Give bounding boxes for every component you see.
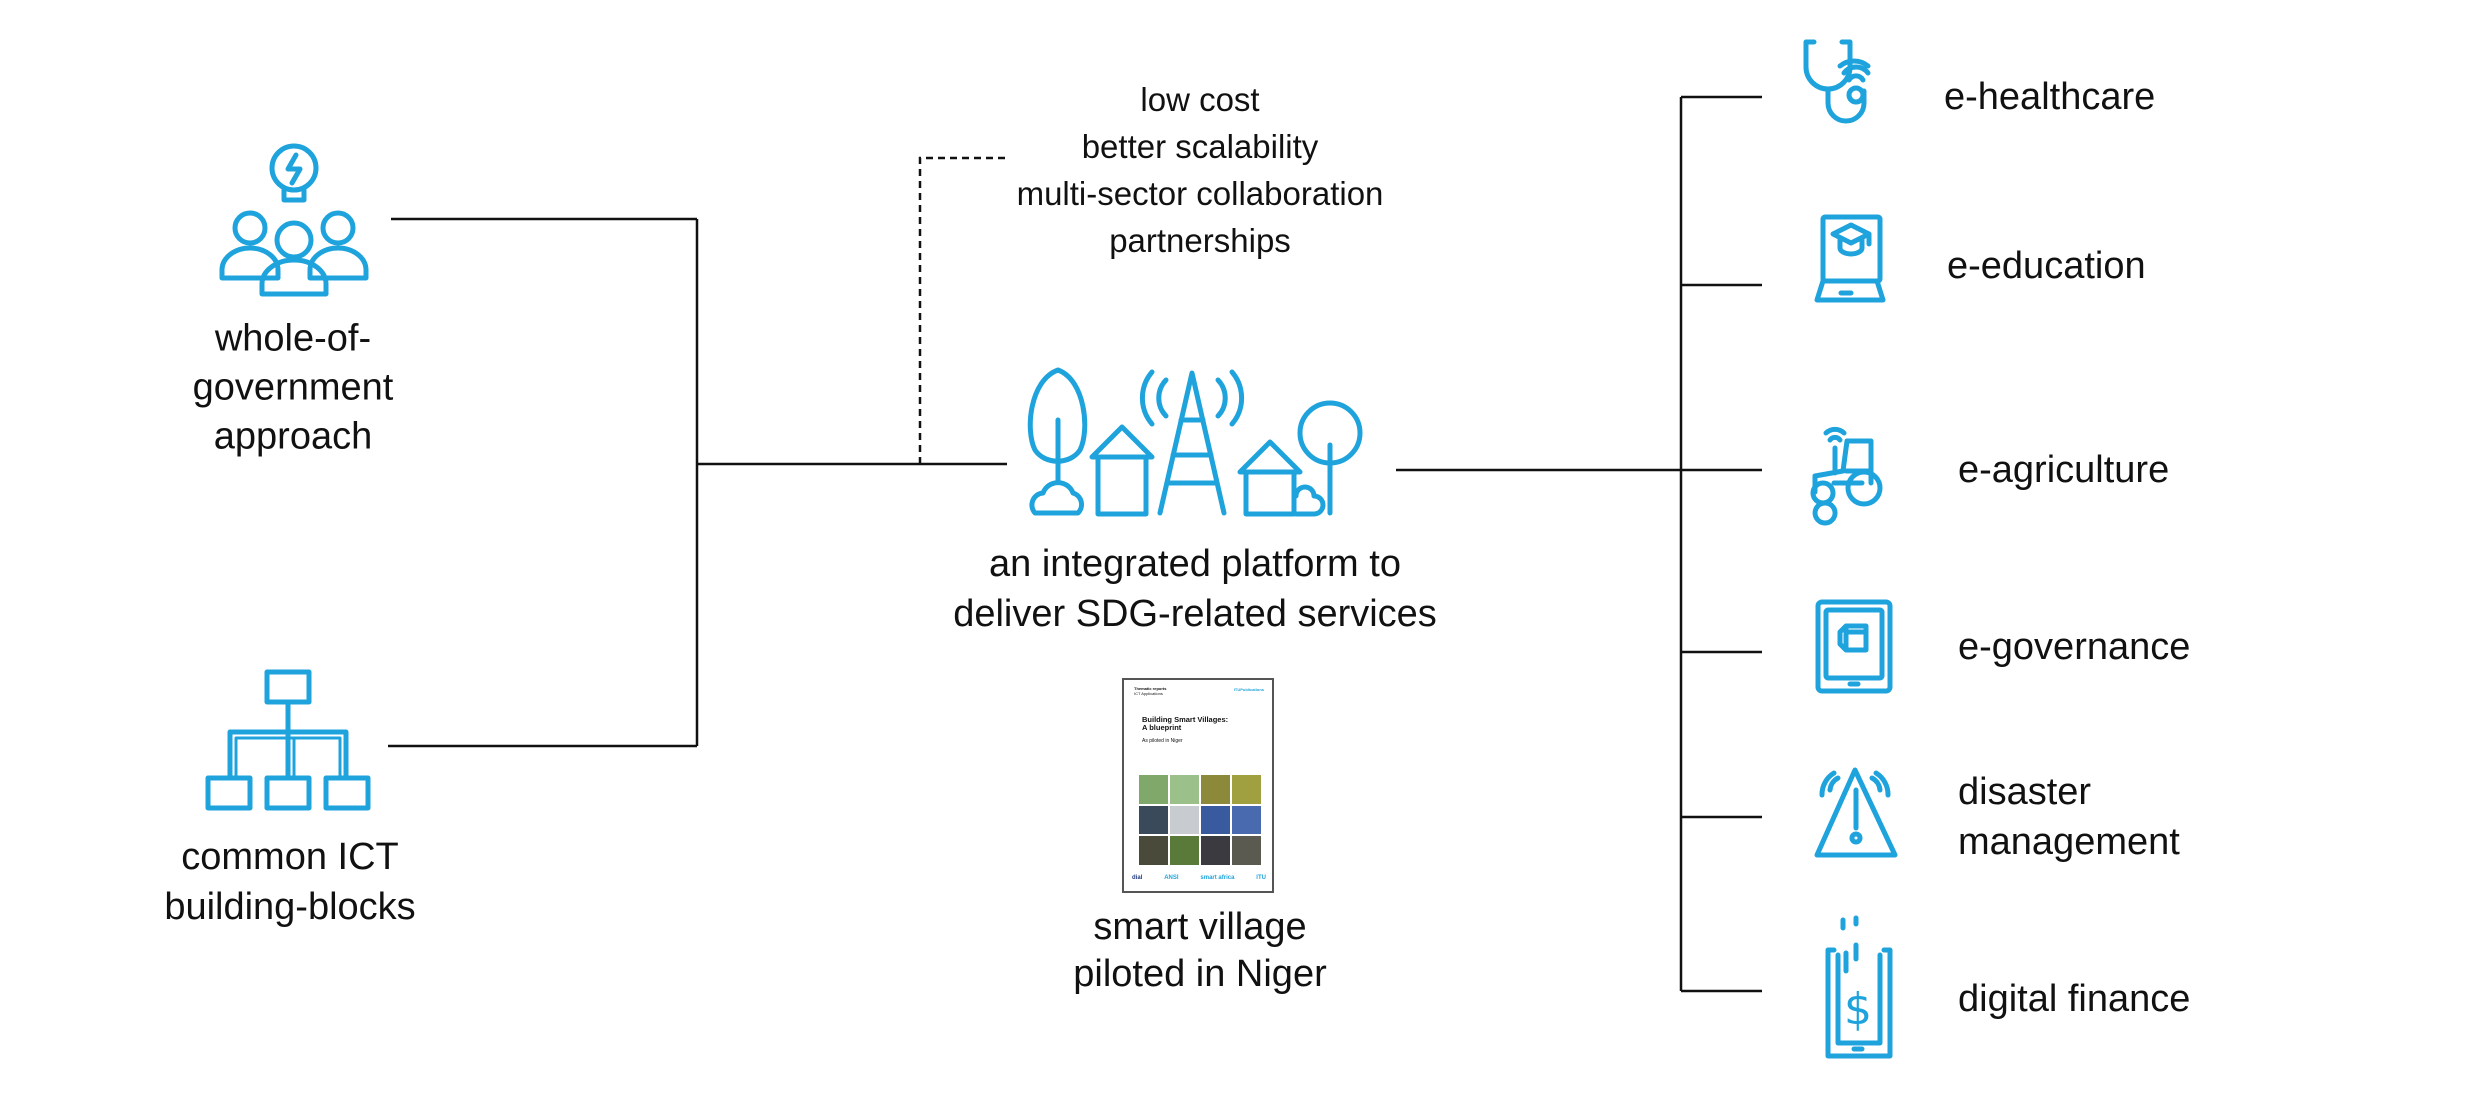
label-line: an integrated platform to [989,543,1401,585]
label-line: building-blocks [164,886,416,928]
label-line: piloted in Niger [1073,953,1327,995]
benefit-item: multi-sector collaboration [1016,175,1384,212]
report-photos [1139,775,1261,865]
label-line: disaster [1958,771,2092,813]
laptop-graduation-icon [1814,214,1886,303]
label-line: management [1958,821,2180,863]
report-publisher: ITUPublications [1233,687,1264,692]
benefit-item: low cost [1140,81,1260,118]
service-e-agriculture: e-agriculture [1958,449,2170,491]
benefit-item: partnerships [1109,222,1291,259]
report-title: Building Smart Villages:A blueprint [1142,715,1229,733]
tractor-icon [1810,426,1883,526]
label-line: whole-of- [214,317,372,360]
building-blocks-label: common ICT building-blocks [164,832,415,932]
benefits-list: low cost better scalability multi-sector… [1017,76,1384,264]
people-lightbulb-icon [219,143,369,297]
service-e-governance: e-governance [1958,626,2191,668]
warning-signal-icon [1814,767,1898,858]
label-line: smart village [1093,906,1307,948]
label-line: approach [213,415,373,458]
pilot-label: smart village piloted in Niger [1073,904,1326,998]
stethoscope-icon [1803,39,1871,124]
label-line: common ICT [181,836,399,878]
service-e-healthcare: e-healthcare [1944,76,2156,118]
partner-logos: dial ANSI smart africa ITU [1132,875,1266,881]
service-e-education: e-education [1947,245,2146,287]
hierarchy-icon [205,669,371,811]
dashed-connector [918,156,1007,464]
svg-text:$: $ [1844,984,1872,1035]
label-line: deliver SDG-related services [953,593,1437,635]
platform-label: an integrated platform to deliver SDG-re… [953,539,1437,639]
smart-village-icon [1027,367,1363,517]
phone-dollar-icon: $ [1825,915,1893,1059]
approach-label: whole-of- government approach [193,315,394,462]
service-digital-finance: digital finance [1958,978,2191,1020]
report-subtitle: As piloted in Niger [1142,738,1183,744]
tablet-cube-icon [1815,599,1893,694]
label-line: government [192,366,394,409]
benefit-item: better scalability [1081,128,1319,165]
service-disaster-management: disaster management [1958,767,2180,867]
